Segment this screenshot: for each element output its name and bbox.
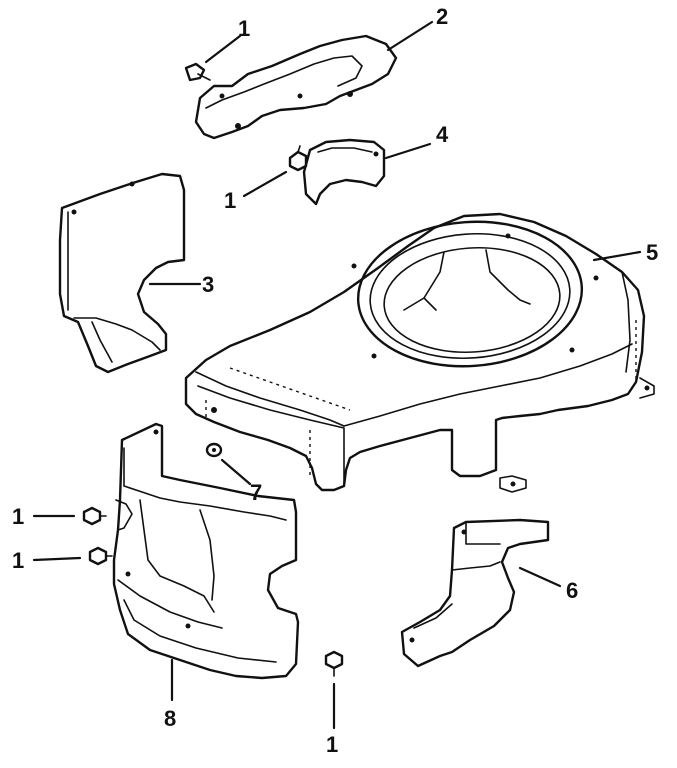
part-3-side-shroud bbox=[58, 172, 186, 374]
part-8-lower-shroud bbox=[112, 422, 300, 680]
callout-1: 1 bbox=[326, 732, 338, 757]
callout-1: 1 bbox=[224, 188, 236, 213]
part-4-shroud bbox=[302, 138, 386, 206]
leader-lines bbox=[32, 20, 642, 730]
screw-icon bbox=[324, 650, 344, 677]
screw-icon bbox=[288, 145, 308, 172]
callout-1: 1 bbox=[12, 504, 24, 529]
callout-2: 2 bbox=[436, 4, 448, 29]
part-7-nut bbox=[205, 442, 223, 458]
callout-3: 3 bbox=[202, 272, 214, 297]
screw-icon bbox=[184, 62, 211, 82]
callout-1: 1 bbox=[12, 548, 24, 573]
callout-4: 4 bbox=[436, 122, 449, 147]
callout-5: 5 bbox=[646, 240, 658, 265]
callout-1: 1 bbox=[238, 16, 250, 41]
callout-8: 8 bbox=[164, 706, 176, 731]
callout-7: 7 bbox=[250, 480, 262, 505]
part-2-bracket bbox=[194, 34, 398, 140]
screw-icon bbox=[88, 546, 113, 566]
part-6-bracket bbox=[400, 518, 550, 668]
callout-6: 6 bbox=[566, 578, 578, 603]
part-5-blower-housing bbox=[184, 212, 655, 493]
screw-icon bbox=[82, 506, 107, 526]
